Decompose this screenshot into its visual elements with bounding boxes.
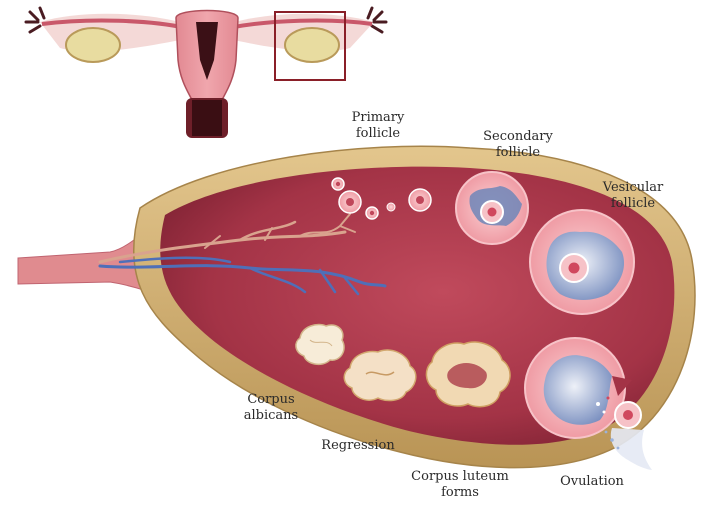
ovulation-label: Ovulation <box>552 474 632 490</box>
secondary-follicle-label-line2: follicle <box>478 145 558 161</box>
secondary-follicle-label: Secondary follicle <box>478 129 558 161</box>
vesicular-follicle <box>530 210 634 314</box>
secondary-follicle <box>456 172 528 244</box>
primary-follicle-label: Primary follicle <box>348 110 408 142</box>
corpus-albicans-label-line2: albicans <box>236 408 306 424</box>
corpus-luteum-forms-label: Corpus luteum forms <box>410 469 510 501</box>
vesicular-follicle-label: Vesicular follicle <box>598 180 668 212</box>
corpus-luteum <box>426 342 510 407</box>
vesicular-follicle-label-line2: follicle <box>598 196 668 212</box>
vesicular-follicle-label-line1: Vesicular <box>598 180 668 196</box>
corpus-luteum-forms-label-line2: forms <box>410 485 510 501</box>
corpus-albicans-label: Corpus albicans <box>236 392 306 424</box>
regression-label: Regression <box>318 438 398 454</box>
ovulation-label-text: Ovulation <box>552 474 632 490</box>
primary-follicle-label-line2: follicle <box>348 126 408 142</box>
secondary-follicle-label-line1: Secondary <box>478 129 558 145</box>
primary-follicle-label-line1: Primary <box>348 110 408 126</box>
regressing-corpus-luteum <box>344 350 416 401</box>
regression-label-text: Regression <box>318 438 398 454</box>
uterus-illustration <box>26 8 386 138</box>
corpus-luteum-forms-label-line1: Corpus luteum <box>410 469 510 485</box>
corpus-albicans-label-line1: Corpus <box>236 392 306 408</box>
